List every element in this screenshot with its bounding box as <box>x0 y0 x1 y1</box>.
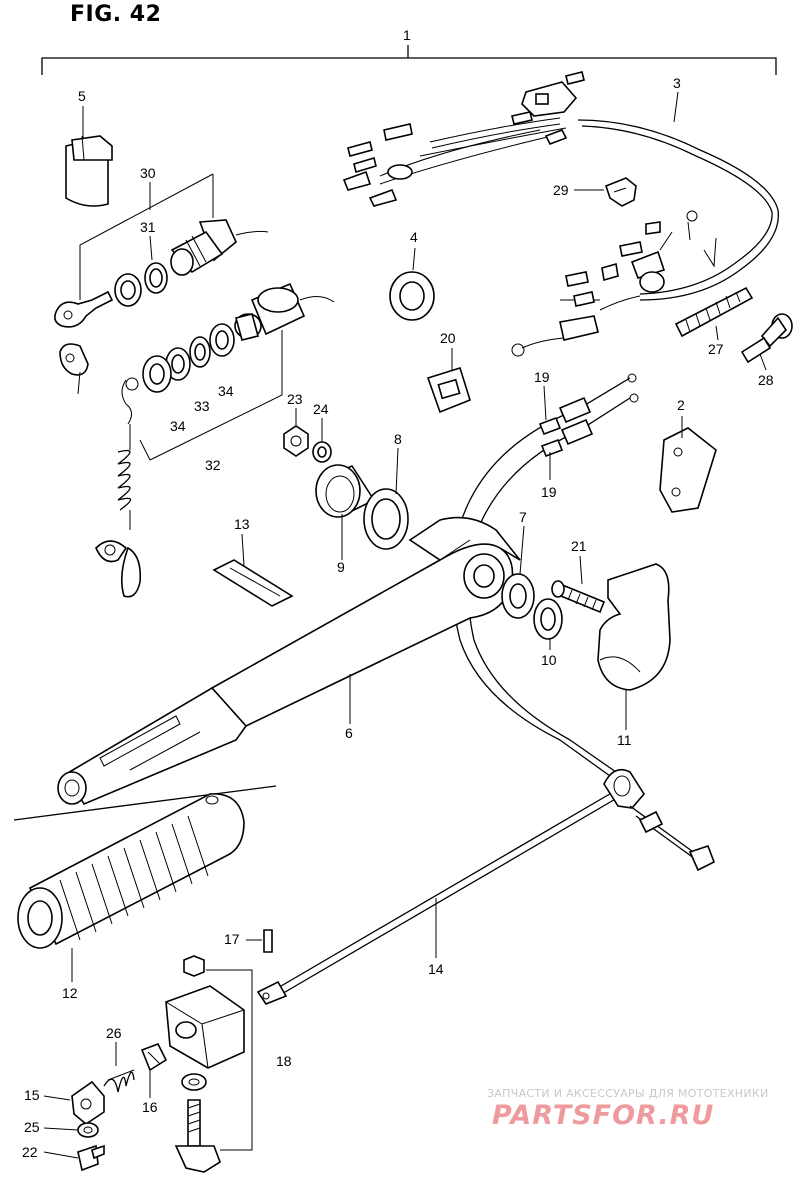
part-30-nut <box>114 273 142 307</box>
callout-16: 16 <box>142 1099 158 1115</box>
callout-27: 27 <box>708 341 724 357</box>
part-28-plug <box>740 313 793 364</box>
callout-6: 6 <box>345 725 353 741</box>
callout-22: 22 <box>22 1144 38 1160</box>
callout-28: 28 <box>758 372 774 388</box>
callout-31: 31 <box>140 219 156 235</box>
callout-21: 21 <box>571 538 587 554</box>
callout-23: 23 <box>287 391 303 407</box>
part-24-washer <box>312 441 332 463</box>
part-4-grommet <box>389 271 435 321</box>
part-26-spring <box>103 1069 135 1093</box>
callout-32: 32 <box>205 457 221 473</box>
part-10-washer <box>533 598 563 640</box>
part-5-cap <box>65 135 113 207</box>
callout-12: 12 <box>62 985 78 1001</box>
part-16-clip <box>140 1042 168 1072</box>
callout-1: 1 <box>403 27 411 43</box>
callout-14: 14 <box>428 961 444 977</box>
part-14-rod <box>256 768 716 1005</box>
part-6-tiller-handle <box>57 516 521 806</box>
callout-24: 24 <box>313 401 329 417</box>
callout-18: 18 <box>276 1053 292 1069</box>
part-30-switch <box>170 219 269 276</box>
watermark-subtitle: ЗАПЧАСТИ И АКСЕССУАРЫ ДЛЯ МОТОТЕХНИКИ <box>487 1087 769 1100</box>
watermark-brand: PARTSFOR.RU <box>492 1100 715 1131</box>
callout-3: 3 <box>673 75 681 91</box>
callout-10: 10 <box>541 652 557 668</box>
callout-11: 11 <box>617 732 632 748</box>
part-31-ring <box>144 262 168 294</box>
keys <box>54 290 114 395</box>
callout-25: 25 <box>24 1119 40 1135</box>
callout-8: 8 <box>394 431 402 447</box>
callout-5: 5 <box>78 88 86 104</box>
part-12-grip <box>13 785 277 949</box>
part-32-stop-switch <box>234 282 335 341</box>
part-18-bracket-group <box>165 955 253 1173</box>
callout-4: 4 <box>410 229 418 245</box>
leader-lines <box>43 91 767 1159</box>
callout-19b: 19 <box>541 484 557 500</box>
part-7-bushing <box>501 573 535 619</box>
part-20-grommet <box>426 366 471 414</box>
part-23-nut <box>283 425 309 457</box>
callout-13: 13 <box>234 516 250 532</box>
callout-34b: 34 <box>170 418 186 434</box>
callout-9: 9 <box>337 559 345 575</box>
callout-17: 17 <box>224 931 240 947</box>
part-17-pin <box>263 929 273 953</box>
part-2-plate <box>659 427 717 513</box>
callout-labels: 1 2 3 4 5 6 7 8 9 10 11 12 13 14 15 16 1… <box>22 27 774 1160</box>
part-13-plate <box>212 559 294 607</box>
part-15-nut <box>71 1080 105 1125</box>
part-22-screw <box>77 1144 105 1172</box>
kit-bracket-32 <box>139 330 283 461</box>
callout-2: 2 <box>677 397 685 413</box>
part-29-clip <box>605 177 637 207</box>
callout-20: 20 <box>440 330 456 346</box>
part-9-bushing <box>315 464 376 518</box>
part-21-bolt <box>551 580 606 614</box>
lanyard-cord <box>95 377 142 598</box>
part-32-locknut <box>142 355 172 393</box>
part-11-bracket <box>597 563 671 691</box>
callout-15: 15 <box>24 1087 40 1103</box>
part-33-nut <box>189 336 211 368</box>
callout-30: 30 <box>140 165 156 181</box>
part-8-washer <box>363 488 409 550</box>
callout-34a: 34 <box>218 383 234 399</box>
part-25-washer <box>77 1122 99 1138</box>
figure-title: FIG. 42 <box>70 2 162 27</box>
part-34-washer-b <box>165 347 191 381</box>
callout-19a: 19 <box>534 369 550 385</box>
assembly-bracket <box>41 45 777 75</box>
callout-33: 33 <box>194 398 210 414</box>
callout-7: 7 <box>519 509 527 525</box>
part-27-spiral-tube <box>674 286 754 338</box>
part-3-harness <box>342 71 779 357</box>
part-34-washer-a <box>209 323 235 357</box>
kit-bracket-30 <box>79 173 214 300</box>
callout-26: 26 <box>106 1025 122 1041</box>
callout-29: 29 <box>553 182 569 198</box>
